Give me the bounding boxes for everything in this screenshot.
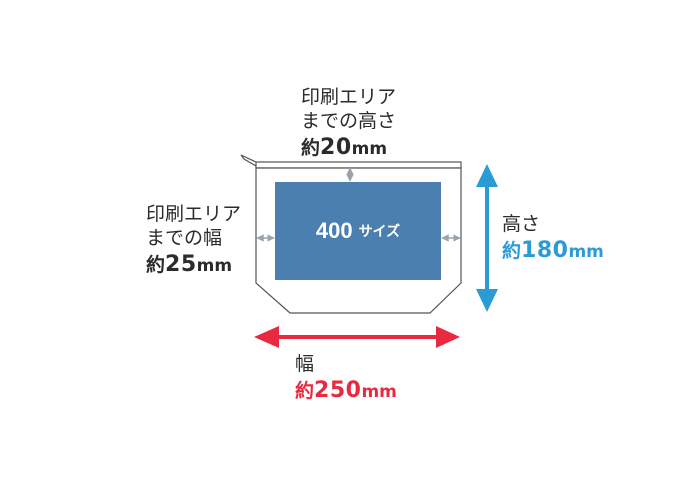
width-label: 幅	[295, 353, 315, 375]
side-note-line1: 印刷エリア	[146, 203, 242, 225]
height-measure: 約180mm	[502, 237, 604, 265]
height-unit: mm	[568, 241, 604, 262]
height-arrow	[476, 164, 498, 312]
zipper-band	[255, 161, 462, 169]
height-value: 180	[521, 237, 569, 263]
height-label: 高さ	[502, 213, 541, 235]
top-note-value: 20	[320, 134, 352, 160]
side-note-measure: 約25mm	[146, 251, 241, 279]
side-note-prefix: 約	[146, 253, 166, 276]
top-note-line1: 印刷エリア	[301, 86, 397, 108]
zipper-tab	[240, 154, 259, 167]
width-value: 250	[314, 377, 362, 403]
top-note-measure: 約20mm	[301, 134, 396, 162]
side-note-value: 25	[165, 251, 197, 277]
width-arrow	[254, 326, 460, 348]
top-note-prefix: 約	[301, 136, 321, 159]
top-note-line2: までの高さ	[301, 109, 397, 132]
width-dimension-label: 幅 約250mm	[295, 353, 397, 404]
width-unit: mm	[361, 381, 397, 402]
print-area-number: 400	[315, 218, 353, 243]
top-note-unit: mm	[351, 138, 388, 159]
side-note-unit: mm	[196, 255, 233, 276]
print-area-label: 400 サイズ	[275, 182, 441, 280]
side-margin-note: 印刷エリア までの幅 約25mm	[146, 203, 241, 278]
height-prefix: 約	[502, 239, 522, 262]
print-area	[275, 182, 441, 280]
print-area-size-label: サイズ	[358, 223, 401, 239]
height-dimension-label: 高さ 約180mm	[502, 213, 604, 264]
top-margin-note: 印刷エリア までの高さ 約20mm	[301, 86, 396, 161]
width-prefix: 約	[295, 379, 315, 402]
width-measure: 約250mm	[295, 377, 397, 405]
side-note-line2: までの幅	[146, 226, 223, 249]
